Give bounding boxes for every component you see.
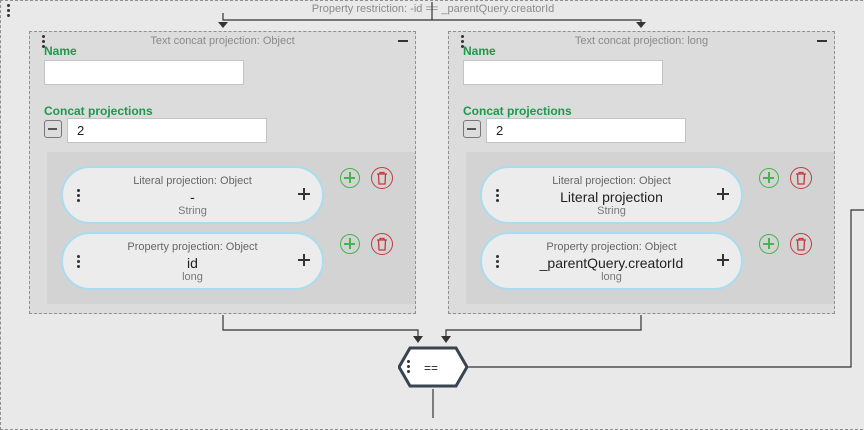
projection-value: - bbox=[190, 189, 195, 205]
projection-type: String bbox=[597, 205, 626, 217]
name-label: Name bbox=[463, 44, 496, 58]
projection-value: Literal projection bbox=[560, 189, 663, 205]
projection-title: Property projection: Object bbox=[127, 241, 258, 253]
name-input[interactable] bbox=[463, 60, 663, 85]
panel-title: Text concat projection: long bbox=[574, 35, 709, 47]
projection-count-input[interactable] bbox=[67, 118, 267, 143]
drag-handle-icon[interactable] bbox=[461, 35, 465, 50]
remove-projection-button[interactable] bbox=[463, 120, 481, 138]
projection-value: id bbox=[187, 255, 198, 271]
drag-handle-icon[interactable] bbox=[407, 360, 411, 375]
plus-icon[interactable] bbox=[717, 188, 729, 200]
collapse-icon[interactable] bbox=[397, 34, 409, 46]
literal-projection-node[interactable]: Literal projection: Object - String bbox=[61, 166, 324, 224]
concat-projections-label: Concat projections bbox=[44, 104, 153, 118]
trash-icon[interactable] bbox=[371, 233, 393, 255]
projection-list: Literal projection: Object Literal proje… bbox=[466, 152, 834, 304]
drag-handle-icon[interactable] bbox=[77, 189, 81, 204]
literal-projection-node[interactable]: Literal projection: Object Literal proje… bbox=[480, 166, 743, 224]
connector-lines bbox=[218, 2, 864, 418]
projection-type: String bbox=[178, 205, 207, 217]
add-circle-icon[interactable] bbox=[759, 234, 779, 254]
trash-icon[interactable] bbox=[790, 233, 812, 255]
drag-handle-icon[interactable] bbox=[496, 255, 500, 270]
panel-title: Text concat projection: Object bbox=[150, 35, 295, 47]
plus-icon[interactable] bbox=[717, 254, 729, 266]
property-projection-node[interactable]: Property projection: Object _parentQuery… bbox=[480, 232, 743, 290]
remove-projection-button[interactable] bbox=[44, 120, 62, 138]
equals-operator-node[interactable] bbox=[398, 346, 468, 388]
operator-label: == bbox=[424, 361, 439, 375]
add-circle-icon[interactable] bbox=[759, 168, 779, 188]
trash-icon[interactable] bbox=[371, 167, 393, 189]
projection-type: long bbox=[182, 271, 203, 283]
drag-handle-icon[interactable] bbox=[7, 4, 11, 19]
text-concat-panel: Text concat projection: long Name Concat… bbox=[448, 31, 835, 314]
add-circle-icon[interactable] bbox=[340, 234, 360, 254]
name-label: Name bbox=[44, 44, 77, 58]
collapse-icon[interactable] bbox=[816, 34, 828, 46]
projection-list: Literal projection: Object - String Prop… bbox=[47, 152, 415, 304]
plus-icon[interactable] bbox=[298, 254, 310, 266]
property-projection-node[interactable]: Property projection: Object id long bbox=[61, 232, 324, 290]
projection-count-input[interactable] bbox=[486, 118, 686, 143]
drag-handle-icon[interactable] bbox=[496, 189, 500, 204]
projection-value: _parentQuery.creatorId bbox=[539, 255, 684, 271]
property-restriction-title: Property restriction: -id == _parentQuer… bbox=[311, 3, 555, 15]
add-circle-icon[interactable] bbox=[340, 168, 360, 188]
drag-handle-icon[interactable] bbox=[77, 255, 81, 270]
drag-handle-icon[interactable] bbox=[42, 35, 46, 50]
plus-icon[interactable] bbox=[298, 188, 310, 200]
projection-title: Property projection: Object bbox=[546, 241, 677, 253]
text-concat-panel: Text concat projection: Object Name Conc… bbox=[29, 31, 416, 314]
projection-title: Literal projection: Object bbox=[133, 175, 252, 187]
name-input[interactable] bbox=[44, 60, 244, 85]
trash-icon[interactable] bbox=[790, 167, 812, 189]
projection-title: Literal projection: Object bbox=[552, 175, 671, 187]
projection-type: long bbox=[601, 271, 622, 283]
concat-projections-label: Concat projections bbox=[463, 104, 572, 118]
